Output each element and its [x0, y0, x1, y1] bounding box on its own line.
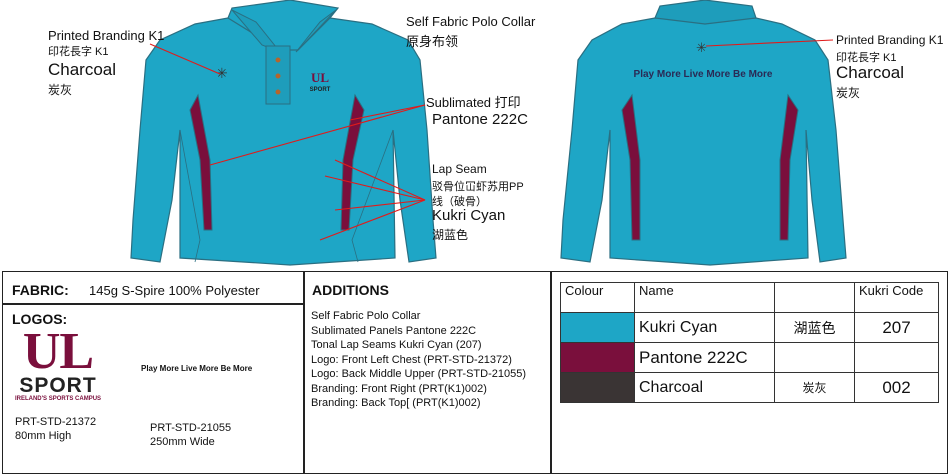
button-3	[275, 89, 281, 95]
button-2	[275, 73, 281, 79]
collar-label: Self Fabric Polo Collar	[406, 14, 536, 29]
fabric-value: 145g S-Spire 100% Polyester	[89, 283, 260, 298]
additions-line: Self Fabric Polo Collar	[311, 310, 421, 322]
front-branding-cn: 印花長字 K1	[48, 46, 109, 58]
ul-logo-bottom: SPORT	[19, 374, 97, 397]
fabric-divider	[2, 303, 304, 305]
swatch-cyan	[560, 312, 635, 343]
front-seam-right	[351, 129, 394, 263]
ul-logo-code: PRT-STD-21372	[15, 416, 97, 428]
front-branding-label: Printed Branding K1	[48, 28, 165, 43]
logos-label: LOGOS:	[12, 311, 68, 327]
colour-row: Kukri Cyan 湖蓝色 207	[560, 312, 939, 343]
col-divider-1	[303, 271, 305, 474]
colour-name: Kukri Cyan	[634, 312, 775, 343]
back-collar	[654, 0, 757, 25]
colour-cn: 炭灰	[774, 372, 855, 403]
spec-panel	[2, 271, 948, 474]
front-branding-colour-cn: 炭灰	[48, 83, 73, 97]
swatch-maroon	[560, 342, 635, 373]
additions-line: Tonal Lap Seams Kukri Cyan (207)	[311, 339, 482, 351]
colour-code: 002	[854, 372, 939, 403]
additions-title: ADDITIONS	[312, 282, 389, 298]
additions-line: Branding: Back Top[ (PRT(K1)002)	[311, 397, 481, 409]
colour-cn: 湖蓝色	[774, 312, 855, 343]
collar-label-cn: 原身布领	[406, 34, 459, 49]
colour-table: Colour Name Kukri Code Kukri Cyan 湖蓝色 20…	[560, 282, 939, 403]
back-print: Play More Live More Be More	[634, 69, 773, 80]
additions-line: Sublimated Panels Pantone 222C	[311, 324, 477, 337]
chest-logo-top: UL	[311, 70, 329, 85]
sublimated-label: Sublimated 打印	[426, 95, 521, 110]
front-seam-left	[179, 129, 201, 263]
colour-name: Pantone 222C	[634, 342, 775, 373]
sublimated-colour: Pantone 222C	[432, 111, 528, 128]
col-divider-2	[550, 271, 552, 474]
front-k1-mark: ✳	[216, 65, 228, 81]
header-code: Kukri Code	[854, 282, 939, 313]
back-branding-colour: Charcoal	[836, 63, 905, 82]
colour-table-header: Colour Name Kukri Code	[560, 282, 939, 313]
lapseam-colour: Kukri Cyan	[432, 207, 506, 224]
chest-logo-bg	[307, 68, 333, 90]
garment-illustrations: ✳ UL SPORT ✳ Play More Live More Be More	[130, 0, 847, 266]
back-branding-label: Printed Branding K1	[836, 33, 944, 47]
lapseam-cn2: 线（破骨）	[432, 196, 487, 208]
colour-row: Charcoal 炭灰 002	[560, 372, 939, 403]
additions-line: Branding: Front Right (PRT(K1)002)	[311, 382, 487, 395]
lapseam-cn1: 驳骨位冚虾苏用PP	[432, 181, 524, 193]
front-right-sublimated-panel	[340, 93, 365, 231]
ul-logo-tagline: IRELAND'S SPORTS CAMPUS	[14, 396, 102, 402]
ul-logo-size: 80mm High	[15, 430, 72, 442]
additions-line: Logo: Back Middle Upper (PRT-STD-21055)	[311, 368, 527, 380]
fabric-label: FABRIC:	[12, 282, 69, 298]
back-shirt: ✳ Play More Live More Be More	[560, 0, 847, 266]
back-left-sublimated-panel	[621, 93, 641, 241]
back-branding-cn: 印花長字 K1	[836, 52, 897, 64]
back-right-sublimated-panel	[779, 93, 799, 241]
front-shirt: ✳ UL SPORT	[130, 0, 437, 266]
slogan-code: PRT-STD-21055	[150, 422, 232, 434]
slogan-size: 250mm Wide	[150, 436, 215, 448]
back-shirt-body	[560, 17, 847, 266]
lapseam-colour-cn: 湖蓝色	[432, 228, 469, 242]
colour-name: Charcoal	[634, 372, 775, 403]
front-branding-colour: Charcoal	[48, 60, 117, 79]
ul-sport-logo: UL SPORT IRELAND'S SPORTS CAMPUS	[12, 323, 104, 403]
header-colour: Colour	[560, 282, 635, 313]
slogan-logo: Play More Live More Be More	[141, 364, 253, 373]
ul-logo-top: UL	[22, 323, 94, 380]
additions-line: Logo: Front Left Chest (PRT-STD-21372)	[311, 353, 512, 366]
front-collar-right	[295, 9, 337, 53]
additions-list: Self Fabric Polo Collar Sublimated Panel…	[311, 309, 526, 411]
front-left-sublimated-panel	[189, 93, 213, 231]
colour-row: Pantone 222C	[560, 342, 939, 373]
chest-logo-bottom: SPORT	[310, 87, 331, 93]
button-1	[275, 57, 281, 63]
header-name: Name	[634, 282, 775, 313]
colour-code: 207	[854, 312, 939, 343]
lapseam-label: Lap Seam	[432, 162, 487, 176]
colour-code	[854, 342, 939, 373]
colour-cn	[774, 342, 855, 373]
header-cn	[774, 282, 855, 313]
leader-lines	[149, 39, 834, 241]
back-k1-mark: ✳	[696, 40, 707, 55]
swatch-charcoal	[560, 372, 635, 403]
back-branding-colour-cn: 炭灰	[836, 86, 861, 100]
